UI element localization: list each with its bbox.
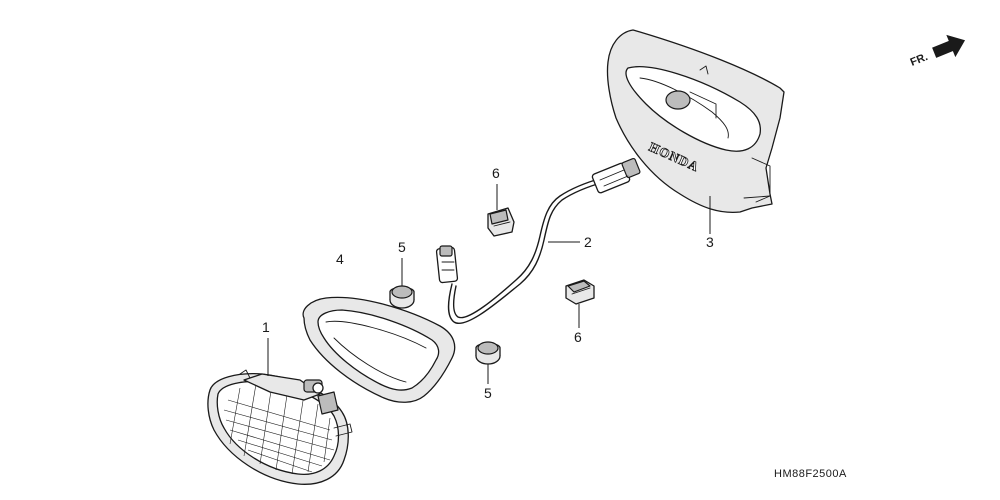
callout-1: 1	[262, 319, 270, 376]
callout-label-1: 1	[262, 319, 270, 335]
callout-label-6-lower: 6	[574, 329, 582, 345]
callout-6-upper: 6	[492, 165, 500, 210]
part-grommet-lower	[475, 341, 501, 365]
callout-label-4: 4	[336, 251, 344, 267]
diagram-code: HM88F2500A	[774, 468, 847, 480]
callout-label-6-upper: 6	[492, 165, 500, 181]
callout-label-2: 2	[584, 234, 592, 250]
callout-label-5-lower: 5	[484, 385, 492, 401]
part-clip-lower	[565, 279, 595, 305]
part-clip-upper	[487, 207, 515, 237]
part-gasket	[302, 296, 456, 403]
callout-label-3: 3	[706, 234, 714, 250]
callout-5-upper: 5	[398, 239, 406, 286]
part-wiring-harness	[435, 157, 641, 325]
front-direction-indicator: FR.	[909, 34, 966, 69]
lens-pattern	[223, 383, 335, 475]
callout-6-lower: 6	[574, 304, 582, 345]
callout-label-5-upper: 5	[398, 239, 406, 255]
front-direction-label: FR.	[909, 51, 930, 69]
part-taillight	[207, 369, 353, 485]
part-rear-cover: HONDA	[606, 29, 785, 214]
front-arrow-icon	[932, 34, 966, 58]
callout-3: 3	[706, 196, 714, 250]
callout-2: 2	[548, 234, 592, 250]
callout-4: 4	[336, 251, 344, 267]
part-grommet-upper	[389, 285, 415, 309]
callout-5-lower: 5	[484, 364, 492, 401]
